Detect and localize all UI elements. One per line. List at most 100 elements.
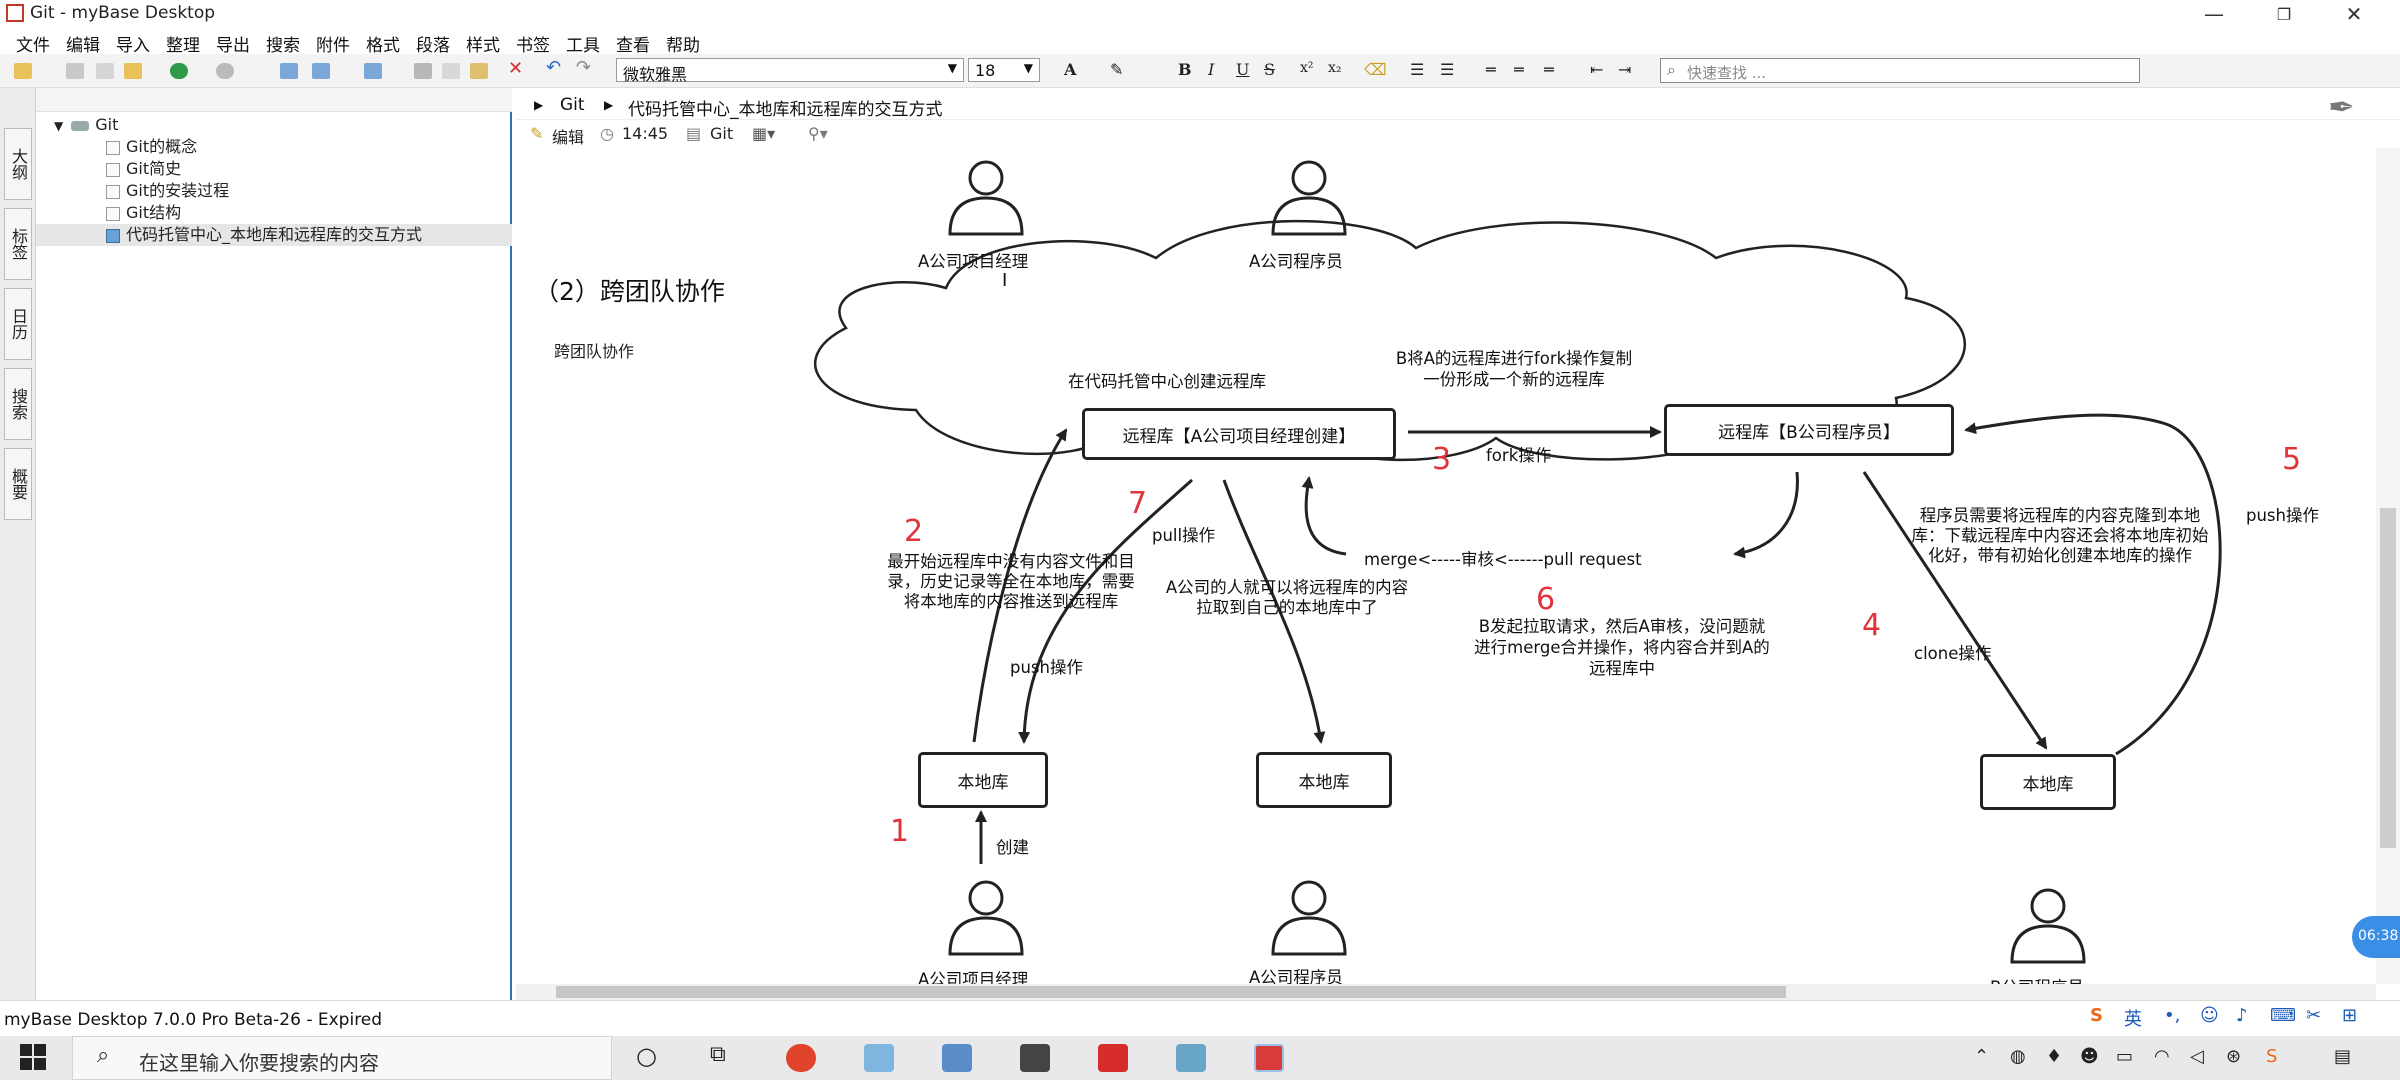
tree-item-install[interactable]: Git的安装过程 (36, 180, 512, 202)
menu-export[interactable]: 导出 (216, 36, 250, 56)
breadcrumb-root[interactable]: Git (560, 95, 585, 115)
network-app-icon[interactable] (864, 1044, 894, 1072)
pen-icon[interactable]: ✒ (2328, 88, 2355, 126)
save-all-icon[interactable] (124, 63, 142, 79)
tray-mic-icon[interactable]: ♦ (2046, 1046, 2063, 1067)
layout-icon[interactable] (280, 63, 298, 79)
calendar-icon[interactable]: ▦▾ (752, 124, 776, 143)
close-button[interactable]: ✕ (2345, 2, 2363, 26)
subscript-icon[interactable]: x₂ (1328, 60, 1342, 76)
ime-language[interactable]: 英 (2124, 1009, 2142, 1030)
ime-punct-icon[interactable]: •, (2164, 1005, 2181, 1026)
menu-style[interactable]: 样式 (466, 36, 500, 56)
taskbar-search-input[interactable]: ⌕在这里输入你要搜索的内容 (72, 1036, 612, 1080)
minimize-button[interactable]: — (2204, 2, 2224, 26)
save-icon[interactable] (66, 63, 84, 79)
mybase-taskbar-icon[interactable] (1254, 1044, 1284, 1072)
menu-bookmarks[interactable]: 书签 (516, 36, 550, 56)
back-icon[interactable] (170, 63, 188, 79)
rail-tab-search[interactable]: 搜索 (4, 368, 32, 440)
superscript-icon[interactable]: x² (1300, 60, 1314, 76)
font-color-icon[interactable]: A (1064, 60, 1077, 79)
chrome-icon[interactable] (786, 1044, 816, 1072)
restore-button[interactable]: ❐ (2276, 4, 2292, 24)
rail-tab-tags[interactable]: 标签 (4, 208, 32, 280)
edit-button[interactable]: 编辑 (552, 128, 585, 147)
cut-icon[interactable] (414, 63, 432, 79)
paint-icon[interactable] (1176, 1044, 1206, 1072)
numbered-list-icon[interactable]: ☰ (1410, 60, 1425, 79)
menu-paragraph[interactable]: 段落 (416, 36, 450, 56)
align-left-icon[interactable]: ═ (1486, 60, 1496, 79)
ime-skin-icon[interactable]: ✂ (2306, 1005, 2322, 1026)
forward-icon[interactable] (216, 63, 234, 79)
menu-organize[interactable]: 整理 (166, 36, 200, 56)
collapse-arrow-icon[interactable]: ▼ (54, 119, 64, 133)
scroll-thumb[interactable] (2380, 508, 2396, 848)
sogou-tray-icon[interactable]: S (2266, 1046, 2278, 1067)
rail-tab-outline[interactable]: 大纲 (4, 128, 32, 200)
rail-tab-overview[interactable]: 概要 (4, 448, 32, 520)
ime-keyboard-icon[interactable]: ⌨ (2270, 1005, 2296, 1026)
paste-icon[interactable] (470, 63, 488, 79)
quick-search-input[interactable]: ⌕快速查找 ... (1660, 58, 2140, 83)
outdent-icon[interactable]: ⇤ (1590, 60, 1604, 79)
underline-icon[interactable]: U (1236, 60, 1250, 79)
menu-edit[interactable]: 编辑 (66, 36, 100, 56)
font-size-select[interactable]: 18▼ (968, 58, 1040, 82)
task-view-icon[interactable]: ⧉ (710, 1042, 726, 1067)
ime-tools-icon[interactable]: ⊞ (2342, 1005, 2358, 1026)
align-center-icon[interactable]: ═ (1514, 60, 1524, 79)
menu-search[interactable]: 搜索 (266, 36, 300, 56)
horizontal-scrollbar[interactable] (516, 984, 2376, 1000)
menu-import[interactable]: 导入 (116, 36, 150, 56)
tray-chevron-icon[interactable]: ⌃ (1974, 1046, 1990, 1067)
redo-icon[interactable]: ↷ (576, 57, 592, 78)
indent-icon[interactable]: ⇥ (1618, 60, 1632, 79)
menu-view[interactable]: 查看 (616, 36, 650, 56)
editor-area[interactable]: A公司项目经理 A公司程序员 I （2）跨团队协作 跨团队协作 在代码托管中心创… (516, 148, 2376, 984)
link-icon[interactable]: ⚲▾ (808, 124, 828, 143)
ime-logo-icon[interactable]: S (2090, 1005, 2103, 1026)
breadcrumb-page[interactable]: 代码托管中心_本地库和远程库的交互方式 (628, 100, 943, 120)
notebook-name[interactable]: Git (710, 124, 734, 143)
tree-item-hosting[interactable]: 代码托管中心_本地库和远程库的交互方式 (36, 224, 512, 246)
ime-emoji-icon[interactable]: ☺ (2200, 1005, 2219, 1026)
bullet-list-icon[interactable]: ☰ (1440, 60, 1455, 79)
windows-start-icon[interactable] (20, 1044, 46, 1070)
font-family-select[interactable]: 微软雅黑▼ (616, 58, 964, 84)
bold-icon[interactable]: B (1178, 60, 1192, 79)
tray-app-icon[interactable]: ◍ (2010, 1046, 2026, 1067)
highlight-icon[interactable]: ✎ (1110, 60, 1124, 79)
tray-battery-icon[interactable]: ▭ (2116, 1046, 2134, 1067)
notification-icon[interactable]: ▤ (2334, 1046, 2352, 1067)
copy-doc-icon[interactable] (96, 63, 114, 79)
tray-people-icon[interactable]: ☻ (2080, 1046, 2099, 1067)
undo-icon[interactable]: ↶ (546, 57, 562, 78)
menu-help[interactable]: 帮助 (666, 36, 700, 56)
wifi-icon[interactable]: ◠ (2154, 1046, 2170, 1067)
youdao-icon[interactable] (1098, 1044, 1128, 1072)
strikethrough-icon[interactable]: S (1264, 60, 1275, 79)
floating-clock-widget[interactable]: 06:38 (2352, 916, 2400, 958)
calculator-icon[interactable] (1020, 1044, 1050, 1072)
clear-format-icon[interactable]: ⌫ (1364, 60, 1387, 79)
scroll-thumb[interactable] (556, 986, 1786, 998)
tree-item-concept[interactable]: Git的概念 (36, 136, 512, 158)
screen-app-icon[interactable] (942, 1044, 972, 1072)
vertical-scrollbar[interactable] (2376, 148, 2400, 984)
tree-item-root[interactable]: ▼Git (36, 114, 512, 136)
menu-tools[interactable]: 工具 (566, 36, 600, 56)
align-right-icon[interactable]: ═ (1544, 60, 1554, 79)
ime-voice-icon[interactable]: ♪ (2236, 1005, 2248, 1026)
copy-icon[interactable] (442, 63, 460, 79)
layout2-icon[interactable] (312, 63, 330, 79)
pane-icon[interactable] (364, 63, 382, 79)
delete-icon[interactable]: ✕ (508, 58, 524, 79)
tray-ime-icon[interactable]: ⊛ (2226, 1046, 2242, 1067)
tree-item-structure[interactable]: Git结构 (36, 202, 512, 224)
menu-file[interactable]: 文件 (16, 36, 50, 56)
menu-format[interactable]: 格式 (366, 36, 400, 56)
rail-tab-calendar[interactable]: 日历 (4, 288, 32, 360)
cortana-icon[interactable]: ○ (636, 1042, 657, 1070)
